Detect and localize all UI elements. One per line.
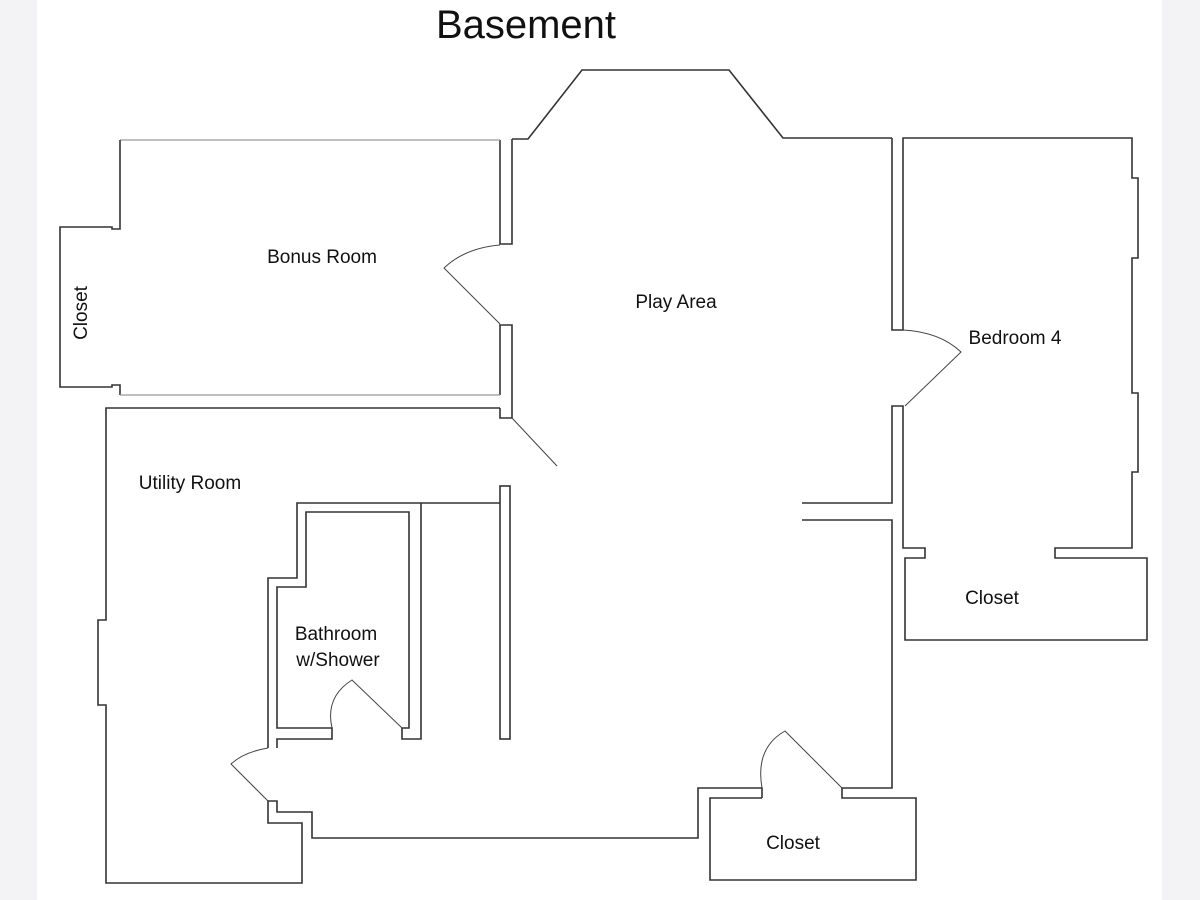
corridor-door [230, 747, 269, 802]
bonus-play-wall-lower [499, 324, 513, 419]
bathroom-outer-wall [267, 502, 500, 748]
floor-plan-sheet [37, 0, 1162, 900]
label-play-closet: Closet [766, 833, 821, 854]
bathroom-door [330, 679, 403, 729]
label-bonus-room: Bonus Room [267, 247, 377, 268]
plan-title: Basement [436, 3, 616, 47]
label-bedroom-closet: Closet [965, 588, 1020, 609]
bonus-room-left-wall [59, 140, 121, 395]
label-bonus-closet: Closet [71, 285, 92, 340]
play-area-top-wall [512, 69, 892, 140]
bathroom-inner-wall [276, 503, 422, 748]
partition-wall [499, 485, 511, 740]
play-area-right-wall-upper [802, 137, 1148, 641]
label-bathroom-shower: w/Shower [295, 650, 380, 671]
utility-room-outer-wall [97, 407, 763, 884]
label-bathroom: Bathroom [295, 624, 377, 645]
utility-room-door [511, 417, 558, 467]
bonus-room-door [443, 244, 501, 325]
label-utility-room: Utility Room [139, 473, 241, 494]
play-area-right-wall-lower [709, 519, 917, 881]
label-play-area: Play Area [635, 292, 717, 313]
bonus-play-wall-upper [499, 139, 513, 245]
label-bedroom-4: Bedroom 4 [969, 328, 1062, 349]
bedroom-door [902, 329, 962, 407]
play-closet-door [760, 730, 843, 789]
